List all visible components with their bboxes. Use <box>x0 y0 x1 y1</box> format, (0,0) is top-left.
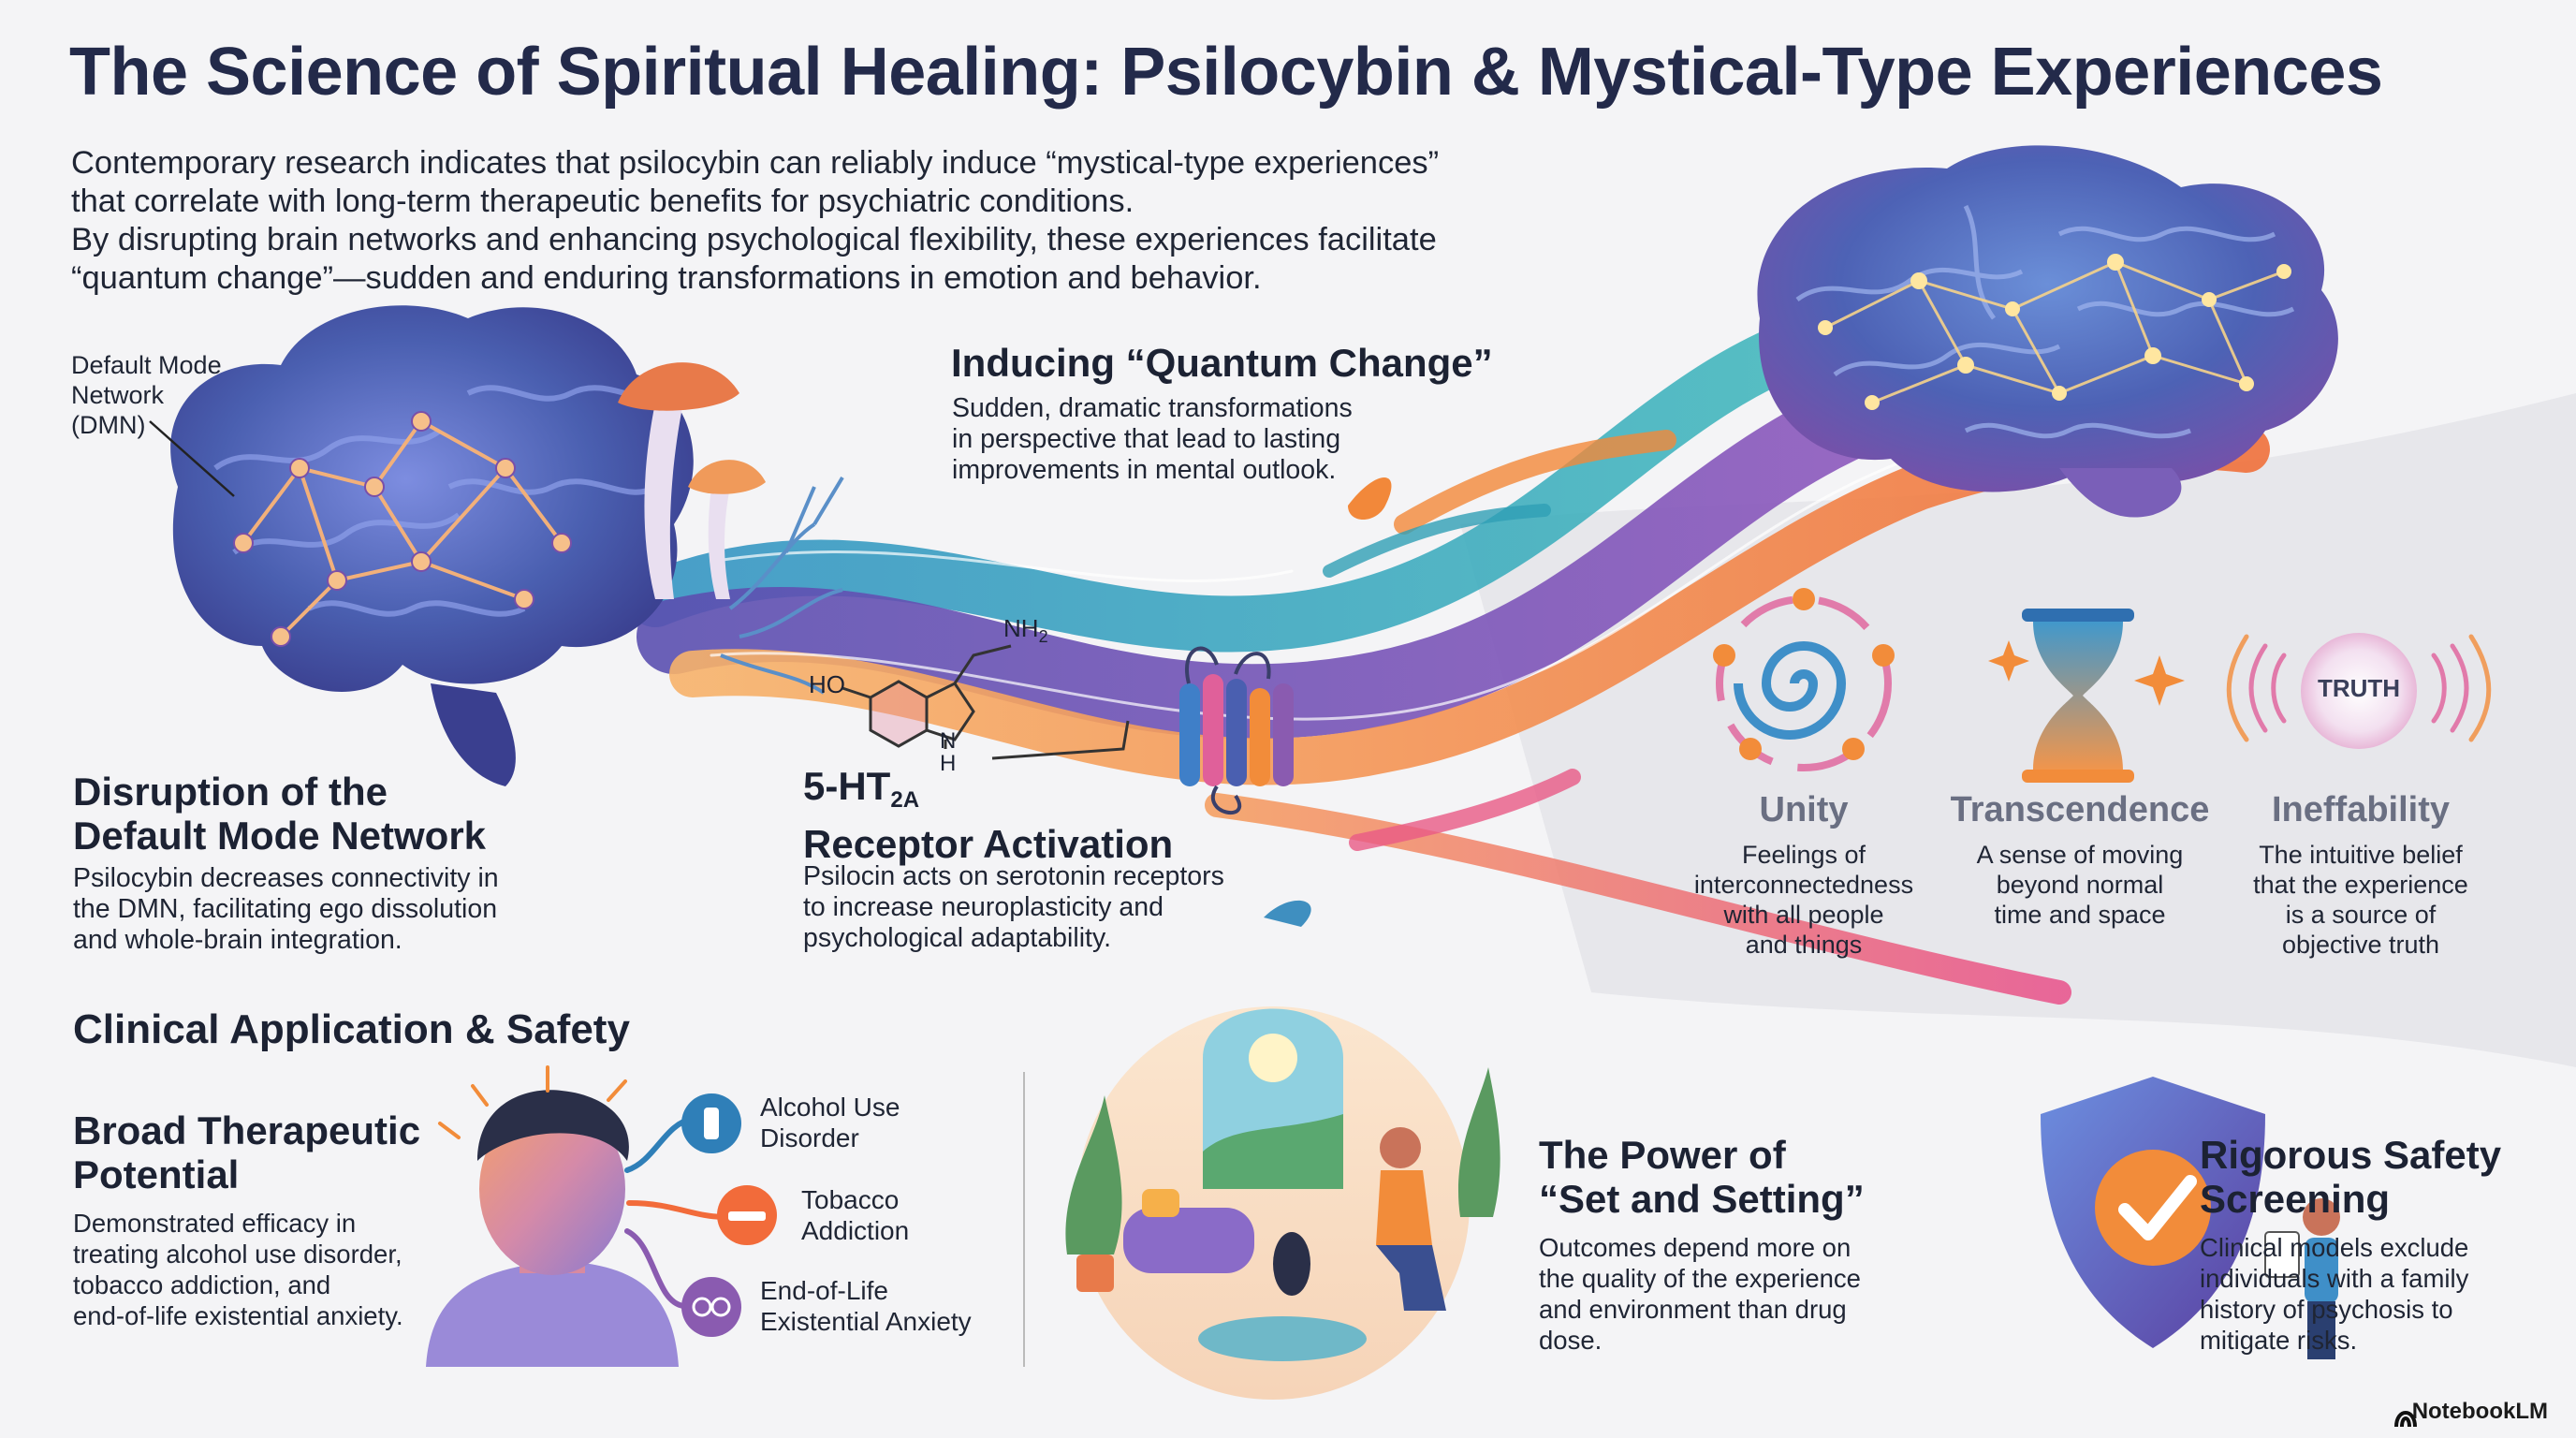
triad-transcendence: Transcendence A sense of moving beyond n… <box>1950 790 2210 929</box>
broad-therapeutic-title: Broad Therapeutic Potential <box>73 1108 421 1196</box>
dmn-disruption-title: Disruption of the Default Mode Network <box>73 770 487 858</box>
condition-tobacco-label: Tobacco Addiction <box>801 1185 910 1245</box>
intro-line: that correlate with long-term therapeuti… <box>71 183 1134 219</box>
set-and-setting-illustration <box>1065 1006 1500 1400</box>
hourglass-icon <box>1988 609 2185 783</box>
dmn-disruption-description: Psilocybin decreases connectivity in the… <box>73 863 499 955</box>
page-title: The Science of Spiritual Healing: Psiloc… <box>69 35 2383 110</box>
safety-shield-illustration <box>2041 1077 2340 1359</box>
left-brain-illustration <box>149 305 694 786</box>
mushroom-illustration <box>618 362 844 695</box>
condition-alcohol-label: Alcohol Use Disorder <box>760 1093 900 1152</box>
notebooklm-logo-icon <box>2394 1411 2417 1428</box>
alcohol-icon <box>681 1093 741 1153</box>
receptor-activation-description: Psilocin acts on serotonin receptors to … <box>803 861 1224 953</box>
triad-ineffability: Ineffability The intuitive belief that t… <box>2253 790 2468 959</box>
unity-icon <box>1713 588 1895 771</box>
intro-line: Contemporary research indicates that psi… <box>71 145 1440 181</box>
truth-label: TRUTH <box>2317 674 2401 702</box>
receptor-illustration <box>1179 646 1294 815</box>
quantum-change-description: Sudden, dramatic transformations in pers… <box>952 393 1353 485</box>
molecule-nh2-label: NH2 <box>1003 614 1048 646</box>
quantum-change-title: Inducing “Quantum Change” <box>951 341 1493 385</box>
broad-therapeutic-description: Demonstrated efficacy in treating alcoho… <box>73 1209 403 1330</box>
condition-anxiety-label: End-of-Life Existential Anxiety <box>760 1276 972 1336</box>
notebooklm-brand: NotebookLM <box>2411 1399 2548 1424</box>
person-head-illustration <box>426 1065 728 1367</box>
molecule-nh-label: N H <box>940 728 957 776</box>
receptor-activation-title: 5-HT2A Receptor Activation <box>803 764 1174 866</box>
intro-line: “quantum change”—sudden and enduring tra… <box>71 260 1262 296</box>
intro-line: By disrupting brain networks and enhanci… <box>71 222 1437 257</box>
molecule-ho-label: HO <box>809 670 845 698</box>
truth-icon <box>2226 633 2492 749</box>
safety-screening-description: Clinical models exclude individuals with… <box>2200 1233 2469 1355</box>
right-brain-illustration <box>1757 145 2338 518</box>
set-and-setting-description: Outcomes depend more on the quality of t… <box>1539 1233 1861 1355</box>
triad-unity: Unity Feelings of interconnectedness wit… <box>1693 790 1914 959</box>
tobacco-icon <box>717 1185 777 1245</box>
set-and-setting-title: The Power of “Set and Setting” <box>1539 1133 1865 1221</box>
psilocin-molecule <box>842 644 1130 760</box>
anxiety-icon <box>681 1277 741 1337</box>
dmn-label: Default Mode Network (DMN) <box>71 351 222 439</box>
clinical-section-heading: Clinical Application & Safety <box>73 1006 630 1052</box>
safety-screening-title: Rigorous Safety Screening <box>2200 1133 2502 1221</box>
intro-paragraph: Contemporary research indicates that psi… <box>71 144 1569 298</box>
